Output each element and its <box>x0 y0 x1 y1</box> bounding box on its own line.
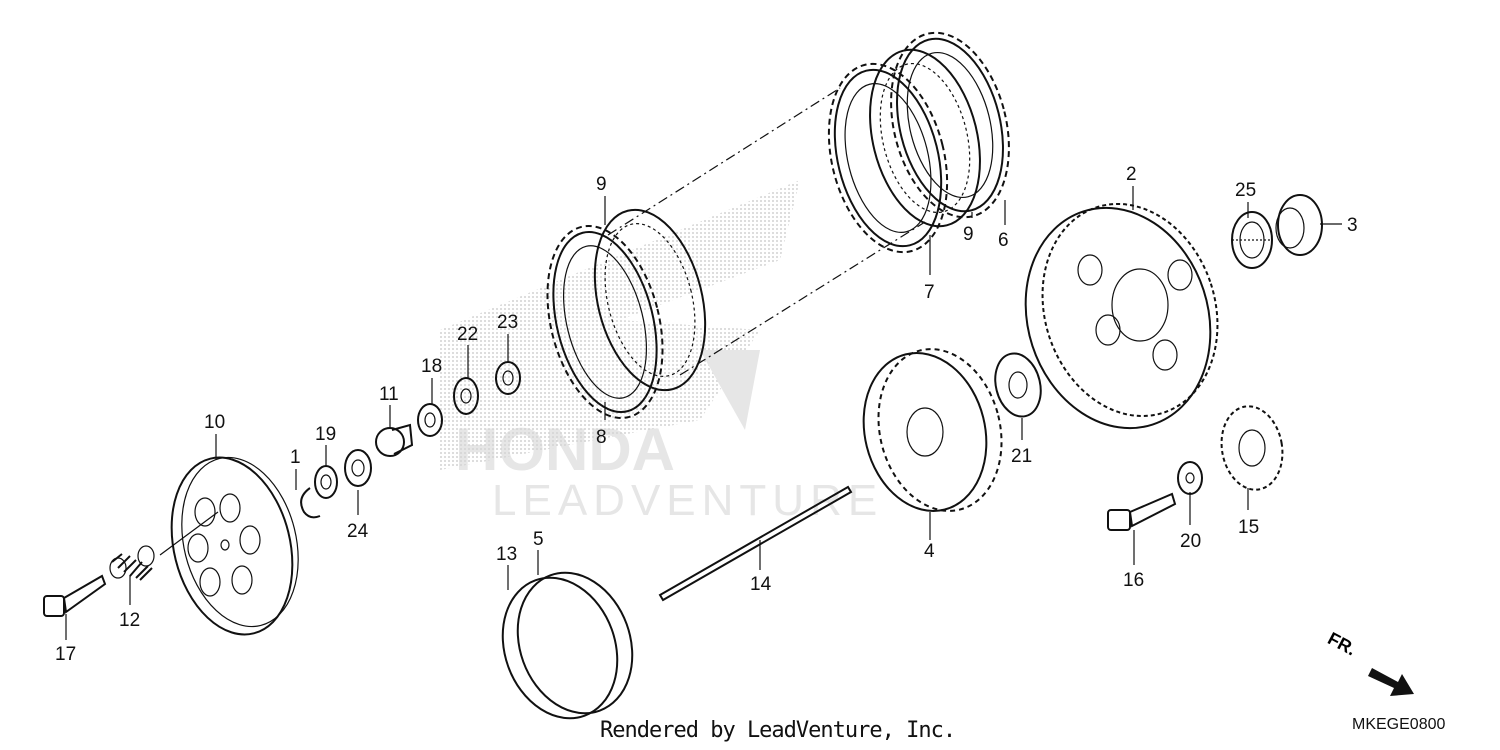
callout-9-rear: 9 <box>963 224 974 245</box>
nut-18[interactable] <box>417 403 443 437</box>
callout-25: 25 <box>1235 180 1256 201</box>
callout-19: 19 <box>315 424 336 445</box>
callout-22: 22 <box>457 324 478 345</box>
watermark-leadventure: LEADVENTURE <box>492 476 883 525</box>
friction-disk-7[interactable] <box>810 51 965 264</box>
callout-20: 20 <box>1180 531 1201 552</box>
watermark-honda: HONDA <box>455 416 675 483</box>
clutch-spring[interactable] <box>109 545 155 581</box>
bearing-24[interactable] <box>344 449 372 487</box>
callout-labels: 9 8 7 9 6 2 25 3 4 21 15 20 16 14 13 5 1… <box>55 164 1358 665</box>
callout-24: 24 <box>347 521 369 542</box>
callout-10: 10 <box>204 412 225 433</box>
callout-6: 6 <box>998 230 1009 251</box>
callout-9-front: 9 <box>596 174 607 195</box>
friction-disk-6[interactable] <box>873 20 1027 230</box>
washer-19[interactable] <box>314 465 338 499</box>
lock-washer-22[interactable] <box>453 377 479 415</box>
lifter-rod[interactable] <box>658 485 853 602</box>
direction-label: FR. <box>1325 628 1360 659</box>
callout-17: 17 <box>55 644 76 665</box>
callout-3: 3 <box>1347 215 1358 236</box>
bolt-17[interactable] <box>43 574 107 617</box>
callout-18: 18 <box>421 356 442 377</box>
assembly-guide-lines <box>607 87 926 376</box>
flange-bolt-16[interactable] <box>1107 492 1177 531</box>
clutch-outer-housing[interactable] <box>998 181 1244 452</box>
callout-21: 21 <box>1011 446 1032 467</box>
clutch-center[interactable] <box>847 336 1018 524</box>
clutch-plate-9-rear[interactable] <box>853 38 997 238</box>
o-ring-5[interactable] <box>499 557 652 730</box>
front-direction-arrow: FR. <box>1325 628 1414 696</box>
primary-drive-gear[interactable] <box>1215 401 1289 494</box>
friction-disk-8[interactable] <box>529 214 681 430</box>
callout-14: 14 <box>750 574 772 595</box>
snap-ring-1[interactable] <box>300 487 321 519</box>
honda-wing-watermark: HONDA LEADVENTURE <box>440 180 883 525</box>
o-ring-13[interactable] <box>484 562 637 735</box>
callout-13: 13 <box>496 544 517 565</box>
needle-bearing[interactable] <box>1231 211 1273 269</box>
callout-8: 8 <box>596 427 607 448</box>
callout-2: 2 <box>1126 164 1137 185</box>
collar[interactable] <box>1275 194 1323 256</box>
callout-23: 23 <box>497 312 518 333</box>
callout-1: 1 <box>290 447 301 468</box>
leader-lines <box>65 186 1342 640</box>
diagram-code: MKEGE0800 <box>1352 716 1446 733</box>
callout-12: 12 <box>119 610 140 631</box>
callout-7: 7 <box>924 282 935 303</box>
callout-16: 16 <box>1123 570 1144 591</box>
callout-11: 11 <box>379 384 399 405</box>
washer-20[interactable] <box>1177 461 1203 495</box>
render-credit: Rendered by LeadVenture, Inc. <box>600 718 956 743</box>
callout-5: 5 <box>533 529 544 550</box>
lifter-piece-11[interactable] <box>375 423 414 457</box>
thrust-washer[interactable] <box>989 349 1047 422</box>
pressure-plate[interactable] <box>154 445 315 648</box>
callout-4: 4 <box>924 541 935 562</box>
callout-15: 15 <box>1238 517 1259 538</box>
clutch-plate-9-front[interactable] <box>577 198 722 402</box>
